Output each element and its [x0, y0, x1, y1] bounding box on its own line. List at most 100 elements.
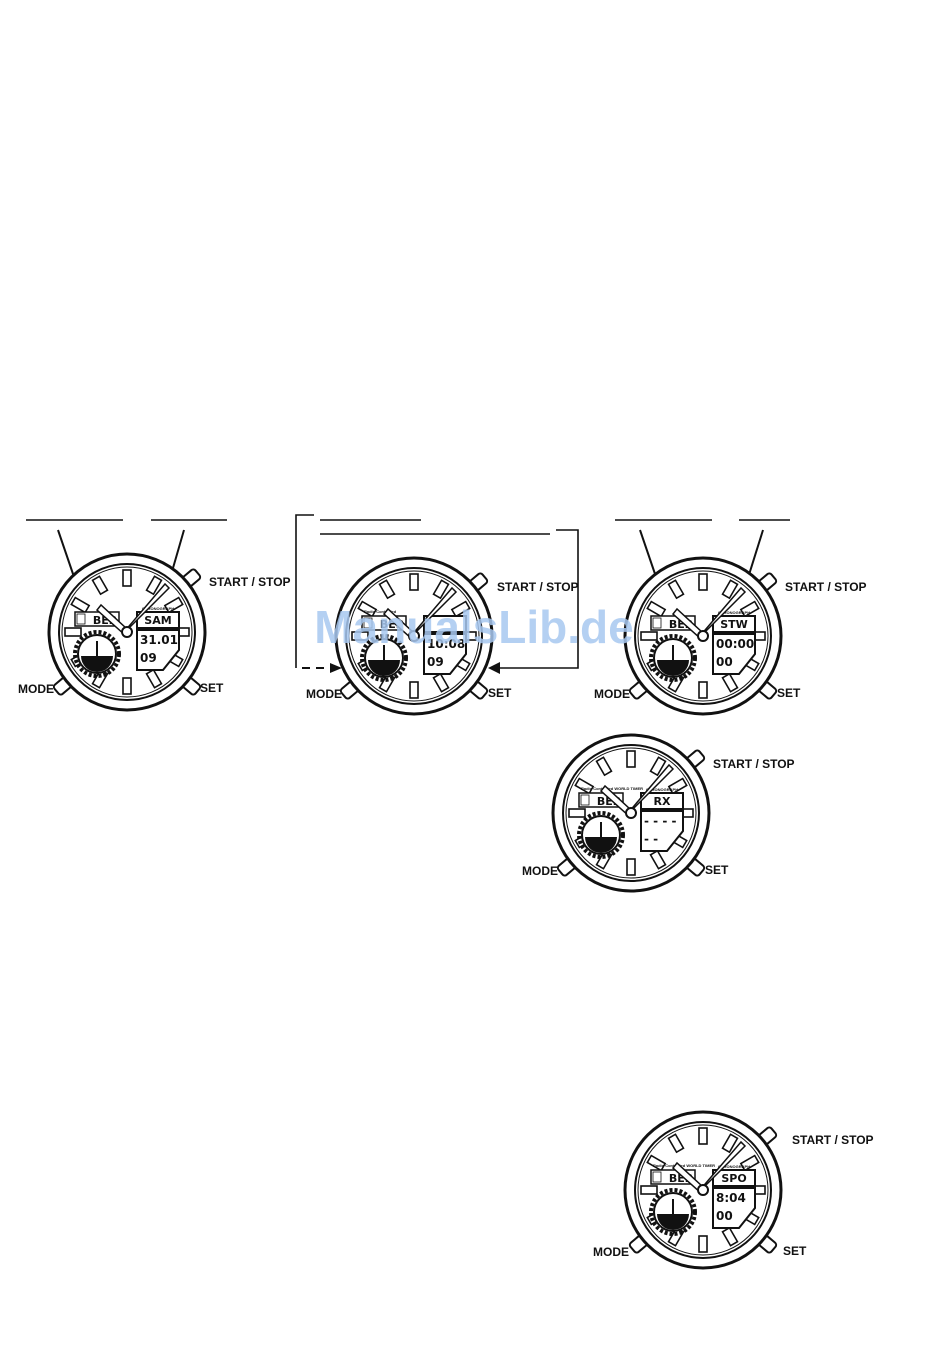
dial-print-right: CHRONOGRAPH [142, 606, 174, 611]
set-label: SET [783, 1244, 807, 1258]
lcd-line-2: - - [644, 832, 658, 846]
hour-marker [64, 627, 82, 637]
mode-label: MODE [522, 864, 558, 878]
hour-marker [640, 631, 658, 641]
sub-dial-scale [73, 630, 121, 678]
main-lcd [136, 629, 180, 671]
dial-print-left: Radio Controlled WORLD TIMER [581, 786, 643, 791]
hour-marker [698, 573, 708, 591]
hour-marker [667, 1133, 685, 1154]
sub-dial-fill [657, 1214, 689, 1230]
main-lcd [423, 633, 467, 675]
hour-marker [568, 808, 586, 818]
hour-marker [432, 672, 450, 693]
hour-marker [698, 681, 708, 699]
hand-pinion [697, 630, 709, 642]
hour-marker [721, 672, 739, 693]
watch-dial [565, 747, 697, 879]
sub-dial-scale [360, 634, 408, 682]
lcd-line-1: 00:00 [716, 637, 754, 651]
hour-marker [351, 631, 369, 641]
hour-marker [649, 756, 667, 777]
hour-marker [122, 569, 132, 587]
set-label: SET [200, 681, 224, 695]
lcd-line-2: 09 [140, 651, 157, 665]
lcd-line-2: 00 [716, 1209, 733, 1223]
dial-print-right: CHRONOGRAPH [718, 1164, 750, 1169]
set-label: SET [488, 686, 512, 700]
watch-dial [61, 566, 193, 698]
watch-dial [637, 1124, 769, 1256]
hour-marker [70, 596, 91, 614]
lcd-top-text: RX [654, 795, 671, 808]
hour-marker [646, 1154, 667, 1172]
sub-dial-fill [657, 660, 689, 676]
hour-marker [357, 600, 378, 618]
start-stop-label: START / STOP [785, 580, 867, 594]
sub-dial-scale [649, 1188, 697, 1236]
main-lcd [712, 1187, 756, 1229]
hour-marker [145, 575, 163, 596]
dst-indicator [652, 617, 662, 629]
hour-marker [698, 1235, 708, 1253]
hour-marker [721, 1226, 739, 1247]
dial-print-right: CHRONOGRAPH [718, 610, 750, 615]
hour-marker [667, 579, 685, 600]
set-label: SET [705, 863, 729, 877]
hand-pinion [625, 807, 637, 819]
hour-marker [649, 849, 667, 870]
dial-print-left: Radio Controlled [364, 609, 397, 614]
flow-arrows [302, 662, 500, 674]
mode-label: MODE [306, 687, 342, 701]
sub-dial-scale [649, 634, 697, 682]
start-stop-label: START / STOP [497, 580, 579, 594]
lcd-line-1: 31.01 [140, 633, 178, 647]
lcd-top-text: SPO [721, 1172, 746, 1185]
watch-dial [348, 570, 480, 702]
lcd-top-text: STW [720, 618, 748, 631]
start-stop-label: START / STOP [713, 757, 795, 771]
lcd-line-2: 09 [427, 655, 444, 669]
sub-dial-fill [585, 837, 617, 853]
dial-print-left: Radio Controlled WORLD TIMER [653, 1163, 715, 1168]
dial-print-right: CHRONOGRAPH [646, 787, 678, 792]
mode-label: MODE [18, 682, 54, 696]
sub-dial-scale [577, 811, 625, 859]
hour-marker [378, 579, 396, 600]
watch-dial [637, 570, 769, 702]
mode-label: MODE [593, 1245, 629, 1259]
lcd-line-1: 10:08 [427, 637, 465, 651]
hour-marker [739, 600, 760, 618]
hour-marker [595, 756, 613, 777]
hour-marker [409, 681, 419, 699]
sub-dial-fill [368, 660, 400, 676]
hour-marker [721, 579, 739, 600]
hour-marker [721, 1133, 739, 1154]
hour-marker [450, 600, 471, 618]
hand-pinion [697, 1184, 709, 1196]
hour-marker [432, 579, 450, 600]
dst-indicator [363, 617, 373, 629]
set-label: SET [777, 686, 801, 700]
hour-marker [91, 575, 109, 596]
hand-pinion [408, 630, 420, 642]
lcd-line-1: 8:04 [716, 1191, 746, 1205]
hour-marker [739, 1154, 760, 1172]
start-stop-label: START / STOP [792, 1133, 874, 1147]
start-stop-label: START / STOP [209, 575, 291, 589]
hour-marker [145, 668, 163, 689]
watermark: ManualsLib.de [314, 601, 633, 653]
hour-marker [122, 677, 132, 695]
main-lcd [712, 633, 756, 675]
hour-marker [626, 750, 636, 768]
mode-label: MODE [594, 687, 630, 701]
hour-marker [163, 596, 184, 614]
hand-pinion [121, 626, 133, 638]
dst-indicator [76, 613, 86, 625]
hour-marker [640, 1185, 658, 1195]
